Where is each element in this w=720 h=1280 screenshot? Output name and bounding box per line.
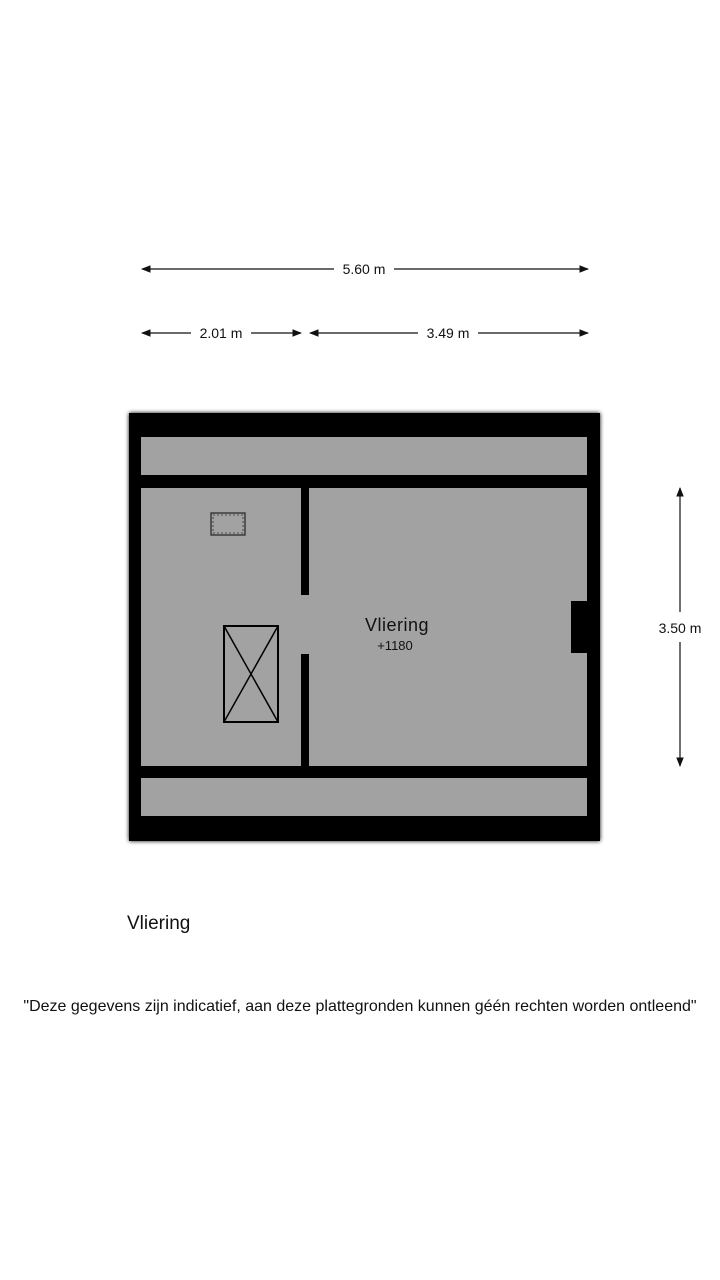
dimension-right-width-label: 3.49 m	[427, 325, 470, 341]
bottom-strip-floor	[141, 778, 587, 816]
dimension-left-width-label: 2.01 m	[200, 325, 243, 341]
chimney-icon	[571, 601, 589, 653]
dimension-total-width: 5.60 m	[141, 261, 589, 277]
room-level: +1180	[377, 638, 413, 653]
dimension-left-width: 2.01 m	[141, 325, 302, 341]
room-name: Vliering	[365, 615, 429, 635]
floor-areas	[141, 437, 587, 816]
partition-wall	[301, 488, 309, 766]
disclaimer: "Deze gegevens zijn indicatief, aan deze…	[23, 998, 697, 1015]
partition-wall-lower	[301, 654, 309, 766]
main-floor	[141, 488, 587, 766]
dimension-total-width-label: 5.60 m	[343, 261, 386, 277]
dimension-depth: 3.50 m	[659, 487, 702, 767]
stair-hatch-icon	[223, 625, 279, 723]
top-strip-floor	[141, 437, 587, 475]
dimension-depth-label: 3.50 m	[659, 620, 702, 636]
roof-window-icon	[210, 512, 246, 536]
dimension-right-width: 3.49 m	[309, 325, 589, 341]
floor-title: Vliering	[127, 913, 191, 934]
partition-wall-upper	[301, 488, 309, 595]
